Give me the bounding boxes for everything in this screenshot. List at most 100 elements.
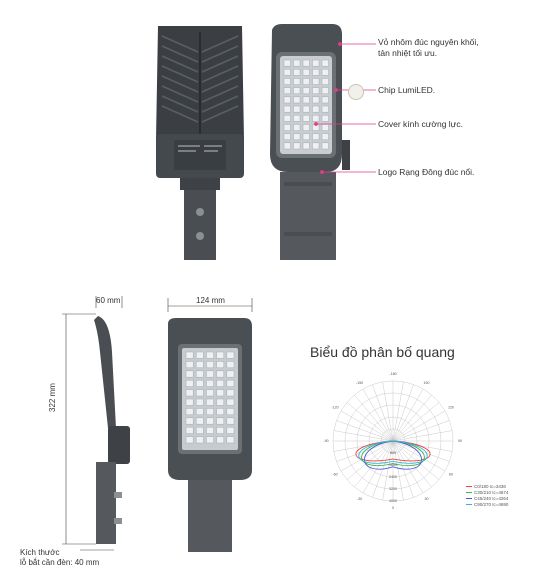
led-cell	[312, 114, 320, 122]
led-cell	[321, 59, 329, 67]
led-cell	[206, 417, 214, 425]
led-cell	[312, 78, 320, 85]
polar-spoke	[392, 440, 424, 494]
led-cell	[226, 379, 235, 387]
led-cell	[321, 68, 329, 76]
led-cell	[195, 370, 204, 378]
led-cell	[226, 370, 235, 378]
legend-swatch-c45	[466, 498, 472, 500]
led-chip-icon	[348, 84, 364, 100]
polar-spoke	[354, 394, 394, 442]
polar-angle-label: -150	[356, 381, 363, 385]
legend-swatch-c0	[466, 486, 472, 488]
polar-angle-label: 150	[424, 381, 430, 385]
legend-label-c30: C30/210 Ic=4674	[474, 490, 509, 495]
polar-spoke	[372, 384, 394, 442]
led-cell	[283, 133, 291, 141]
polar-spoke	[392, 440, 432, 488]
led-cell	[302, 78, 310, 85]
led-cell	[185, 426, 194, 434]
led-cell	[321, 87, 329, 95]
led-cell	[216, 398, 225, 406]
polar-series-curve	[355, 440, 431, 462]
polar-radial-label: 2400	[389, 475, 397, 479]
dimension-mount: Kích thước lỗ bắt cần đèn: 40 mm	[20, 548, 99, 568]
led-cell	[216, 361, 225, 369]
polar-angle-label: -30	[357, 497, 362, 501]
led-cell	[195, 398, 204, 406]
led-cell	[302, 87, 310, 95]
polar-spoke	[392, 430, 453, 442]
led-cell	[283, 124, 291, 131]
led-cell	[226, 408, 235, 416]
led-cell	[321, 133, 329, 141]
led-cell	[293, 96, 301, 104]
led-cell	[195, 408, 204, 416]
polar-spoke	[392, 388, 424, 442]
led-cell	[226, 426, 235, 434]
legend-item-c45: C45/240 Ic=4264	[466, 496, 508, 502]
led-cell	[321, 96, 329, 104]
led-cell	[293, 87, 301, 95]
polar-angle-label: -60	[332, 473, 337, 477]
led-cell	[283, 114, 291, 122]
polar-angle-label: 120	[448, 406, 454, 410]
led-cell	[195, 417, 204, 425]
polar-spoke	[340, 410, 394, 442]
led-cell	[321, 78, 329, 85]
polar-chart-title: Biểu đồ phân bố quang	[310, 344, 455, 360]
led-cell	[185, 417, 194, 425]
polar-radial-label: 3200	[389, 487, 397, 491]
led-cell	[293, 78, 301, 85]
led-cell	[283, 142, 291, 150]
led-cell	[195, 389, 204, 397]
led-cell	[216, 370, 225, 378]
led-cell	[206, 361, 214, 369]
polar-spoke	[333, 430, 394, 442]
led-cell	[302, 142, 310, 150]
led-cell	[226, 361, 235, 369]
led-cell	[283, 87, 291, 95]
polar-spoke	[392, 440, 440, 480]
led-cell	[312, 133, 320, 141]
led-cell	[216, 408, 225, 416]
polar-angle-label: -120	[331, 406, 338, 410]
polar-radial-label: 4000	[389, 499, 397, 503]
led-cell	[312, 87, 320, 95]
polar-spoke	[336, 420, 394, 442]
polar-series-curve	[364, 440, 422, 470]
callout-housing-line2: tản nhiệt tối ưu.	[378, 48, 438, 58]
led-cell	[283, 105, 291, 113]
polar-series-curve	[361, 440, 425, 467]
led-cell	[195, 426, 204, 434]
polar-radial-label: 800	[390, 451, 396, 455]
led-cell	[302, 59, 310, 67]
led-cell	[195, 379, 204, 387]
polar-spoke	[392, 394, 432, 442]
led-cell	[293, 124, 301, 131]
callout-housing: Vỏ nhôm đúc nguyên khối, tản nhiệt tối ư…	[378, 37, 479, 59]
led-cell	[283, 59, 291, 67]
led-cell	[293, 105, 301, 113]
led-cell	[185, 398, 194, 406]
led-cell	[226, 417, 235, 425]
dimension-width: 124 mm	[196, 296, 225, 305]
polar-spoke	[382, 440, 394, 501]
led-cell	[216, 436, 225, 444]
led-cell	[293, 59, 301, 67]
led-cell	[321, 114, 329, 122]
led-cell	[302, 96, 310, 104]
luminaire-side-view	[62, 296, 130, 551]
legend-swatch-c90	[466, 504, 472, 506]
polar-radial-label: 1600	[389, 463, 397, 467]
polar-spoke	[346, 402, 394, 442]
polar-spoke	[392, 381, 404, 442]
led-cell	[226, 351, 235, 359]
led-cell	[226, 436, 235, 444]
led-cell	[216, 379, 225, 387]
polar-spoke	[392, 440, 446, 472]
led-cell	[302, 105, 310, 113]
led-cell	[302, 124, 310, 131]
dimension-depth: 60 mm	[96, 296, 121, 305]
led-cell	[312, 142, 320, 150]
